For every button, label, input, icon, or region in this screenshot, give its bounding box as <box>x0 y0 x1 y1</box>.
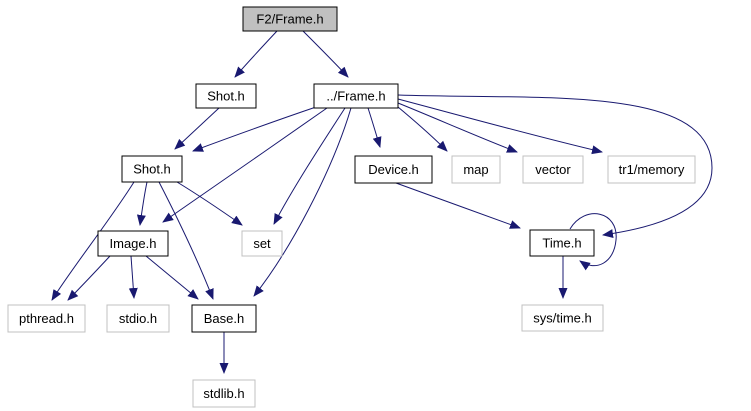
node-box-base <box>191 304 257 333</box>
node-label-shot2: Shot.h <box>133 162 171 177</box>
node-vector[interactable]: vector <box>522 155 584 184</box>
node-box-image <box>97 230 169 257</box>
node-stdlib[interactable]: stdlib.h <box>192 379 256 408</box>
node-box-shot1 <box>195 83 257 109</box>
edge-frame-to-map <box>397 106 448 152</box>
node-tr1[interactable]: tr1/memory <box>607 155 696 184</box>
node-label-systime: sys/time.h <box>533 311 592 326</box>
node-f2-frame[interactable]: F2/Frame.h <box>242 6 338 32</box>
node-box-shot2 <box>121 155 183 183</box>
node-label-image: Image.h <box>110 236 157 251</box>
edge-shot2-to-base <box>158 181 214 300</box>
node-box-f2-frame <box>242 6 338 32</box>
edge-f2-frame-to-shot1 <box>234 30 278 78</box>
node-box-map <box>451 155 501 184</box>
node-box-systime <box>521 304 604 332</box>
edge-shot2-to-pthread <box>51 181 135 301</box>
node-box-set <box>241 230 283 257</box>
node-label-stdlib: stdlib.h <box>203 386 244 401</box>
node-label-f2-frame: F2/Frame.h <box>256 12 323 27</box>
node-box-device <box>354 155 433 184</box>
node-frame[interactable]: ../Frame.h <box>313 83 399 109</box>
node-pthread[interactable]: pthread.h <box>7 304 86 333</box>
node-label-pthread: pthread.h <box>19 311 74 326</box>
edge-frame-to-tr1 <box>397 98 603 155</box>
node-box-time <box>529 229 595 257</box>
edge-shot2-to-image <box>136 181 148 226</box>
edge-frame-to-time <box>397 94 713 239</box>
node-label-base: Base.h <box>204 311 244 326</box>
node-image[interactable]: Image.h <box>97 230 169 257</box>
edge-device-to-time <box>395 182 521 229</box>
node-stdio[interactable]: stdio.h <box>106 304 170 333</box>
edge-time-to-time <box>569 213 617 271</box>
edge-frame-to-device <box>367 107 382 148</box>
node-map[interactable]: map <box>451 155 501 184</box>
node-systime[interactable]: sys/time.h <box>521 304 604 332</box>
node-box-vector <box>522 155 584 184</box>
node-label-vector: vector <box>535 162 571 177</box>
edge-frame-to-image <box>162 107 328 223</box>
node-label-stdio: stdio.h <box>119 311 157 326</box>
node-time[interactable]: Time.h <box>529 229 595 257</box>
node-base[interactable]: Base.h <box>191 304 257 333</box>
node-label-frame: ../Frame.h <box>326 89 385 104</box>
node-label-time: Time.h <box>542 236 581 251</box>
node-device[interactable]: Device.h <box>354 155 433 184</box>
node-label-tr1: tr1/memory <box>619 162 685 177</box>
edge-shot2-to-set <box>176 181 243 226</box>
node-box-stdio <box>106 304 170 333</box>
edge-frame-to-vector <box>397 102 518 153</box>
edge-image-to-stdio <box>128 255 138 299</box>
edge-f2-frame-to-frame <box>302 30 349 78</box>
node-label-map: map <box>463 162 488 177</box>
edge-shot1-to-shot2 <box>174 107 220 150</box>
edge-image-to-pthread <box>67 255 111 301</box>
edge-frame-to-set <box>273 107 346 225</box>
node-label-shot1: Shot.h <box>207 89 245 104</box>
node-shot2[interactable]: Shot.h <box>121 155 183 183</box>
node-box-pthread <box>7 304 86 333</box>
node-set[interactable]: set <box>241 230 283 257</box>
node-box-tr1 <box>607 155 696 184</box>
node-label-set: set <box>253 236 271 251</box>
edge-frame-to-base <box>253 107 352 297</box>
node-box-frame <box>313 83 399 109</box>
edge-image-to-base <box>145 255 199 300</box>
node-label-device: Device.h <box>368 162 419 177</box>
node-shot1[interactable]: Shot.h <box>195 83 257 109</box>
edge-frame-to-shot2 <box>192 106 317 152</box>
node-box-stdlib <box>192 379 256 408</box>
